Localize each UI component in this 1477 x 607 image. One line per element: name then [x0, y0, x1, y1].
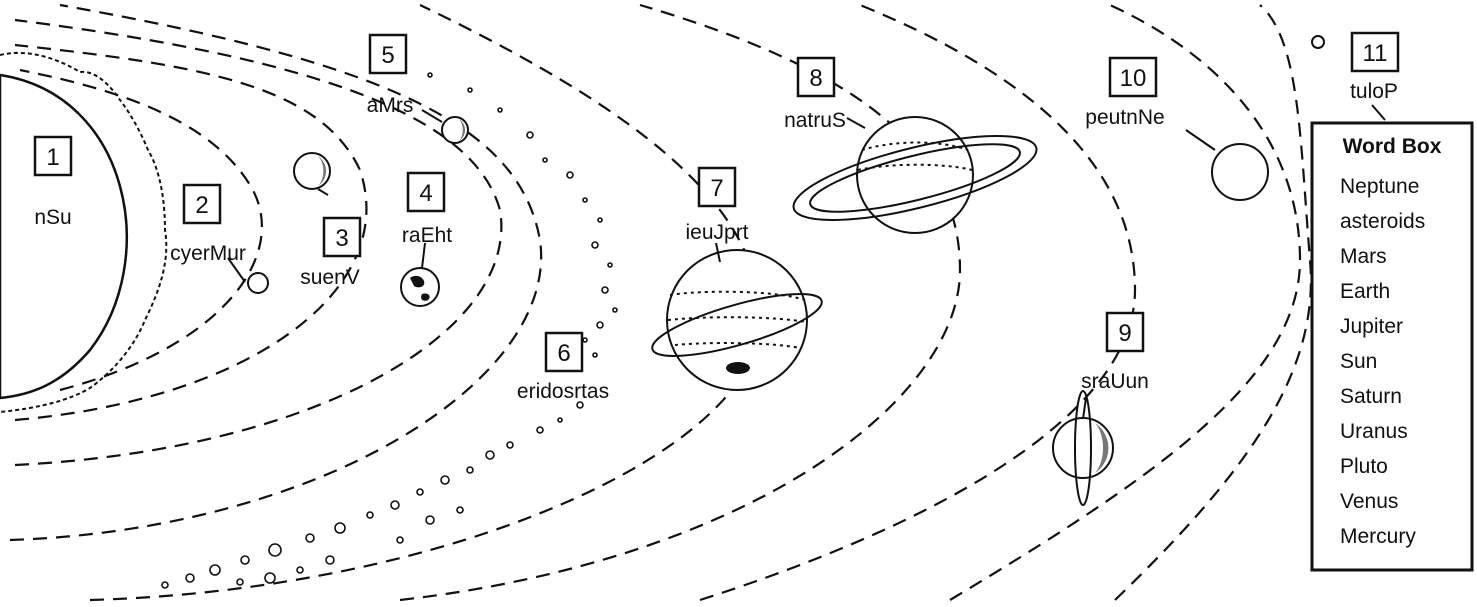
- scrambled-label-9: sraUun: [1081, 370, 1149, 393]
- scrambled-label-3: suenV: [300, 266, 360, 289]
- scrambled-label-11: tuloP: [1350, 80, 1398, 103]
- scrambled-label-4: raEht: [402, 224, 452, 247]
- word-box-item-mars: Mars: [1340, 245, 1387, 268]
- scrambled-label-8: natruS: [784, 109, 846, 132]
- word-box: Word Box Neptune asteroids Mars Earth Ju…: [1312, 123, 1472, 570]
- word-box-item-jupiter: Jupiter: [1340, 315, 1403, 338]
- word-box-item-uranus: Uranus: [1340, 420, 1408, 443]
- planet-number-11: 11: [1363, 40, 1388, 67]
- word-box-item-earth: Earth: [1340, 280, 1390, 303]
- word-box-item-saturn: Saturn: [1340, 385, 1402, 408]
- word-box-item-neptune: Neptune: [1340, 175, 1419, 198]
- planet-number-6: 6: [557, 340, 570, 367]
- sun: [0, 53, 166, 412]
- planet-uranus: [1053, 391, 1113, 505]
- leader-lines: [228, 105, 1385, 419]
- word-box-item-venus: Venus: [1340, 490, 1398, 513]
- planet-number-3: 3: [335, 225, 348, 252]
- planet-number-9: 9: [1118, 320, 1131, 347]
- word-box-item-sun: Sun: [1340, 350, 1377, 373]
- planet-pluto: [1312, 36, 1324, 48]
- scrambled-label-1: nSu: [34, 206, 71, 229]
- planet-number-4: 4: [419, 180, 432, 207]
- scrambled-label-10: peutnNe: [1085, 106, 1164, 129]
- planet-mars: [442, 117, 468, 143]
- planet-number-1: 1: [46, 144, 59, 171]
- planet-saturn: [786, 117, 1043, 237]
- word-box-item-pluto: Pluto: [1340, 455, 1388, 478]
- planet-number-8: 8: [809, 65, 822, 92]
- planet-mercury: [248, 273, 268, 293]
- scrambled-label-5: aMrs: [367, 94, 414, 117]
- planet-number-2: 2: [195, 192, 208, 219]
- planet-jupiter: [647, 250, 827, 390]
- planet-number-5: 5: [381, 42, 394, 69]
- scrambled-label-2: cyerMur: [170, 242, 246, 265]
- word-box-title: Word Box: [1343, 135, 1442, 158]
- word-box-item-mercury: Mercury: [1340, 525, 1416, 548]
- planet-earth: [401, 268, 439, 306]
- word-box-item-asteroids: asteroids: [1340, 210, 1425, 233]
- planet-number-7: 7: [710, 175, 723, 202]
- scrambled-label-7: ieuJprt: [685, 221, 748, 244]
- planet-venus: [294, 153, 330, 189]
- scrambled-label-6: eridosrtas: [517, 380, 609, 403]
- planet-neptune: [1212, 144, 1268, 200]
- planet-number-10: 10: [1120, 65, 1147, 92]
